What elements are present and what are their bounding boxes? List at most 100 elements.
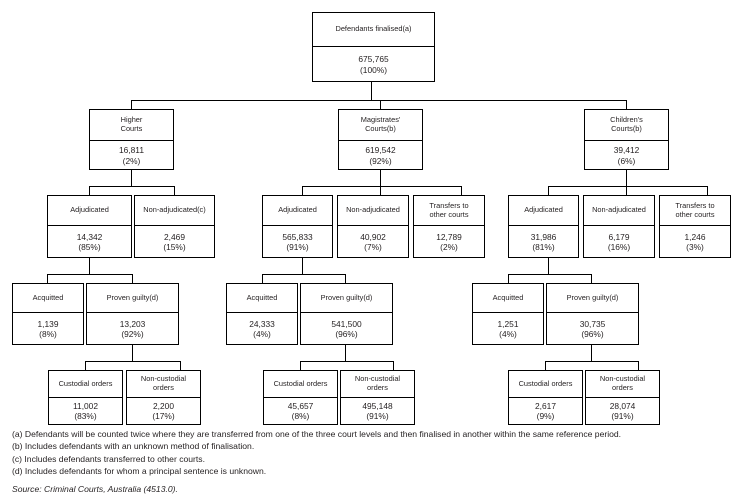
node-body: 16,811 (2%) bbox=[90, 141, 173, 170]
node-childrens-custodial-orders[interactable]: Custodial orders 2,617 (9%) bbox=[508, 370, 583, 425]
node-title: Custodial orders bbox=[264, 371, 337, 398]
connector-c-sentence-bus bbox=[545, 361, 638, 362]
node-value: 2,469 bbox=[164, 231, 185, 242]
node-body: 1,251 (4%) bbox=[473, 313, 543, 345]
node-higher-proven-guilty[interactable]: Proven guilty(d) 13,203 (92%) bbox=[86, 283, 179, 345]
connector-magistrates-down bbox=[380, 170, 381, 186]
node-value: 619,542 bbox=[365, 145, 396, 155]
node-title: Non-custodial orders bbox=[586, 371, 659, 398]
connector-c-proven-up bbox=[591, 274, 592, 283]
node-body: 40,902 (7%) bbox=[338, 226, 408, 258]
connector-higher-bus bbox=[89, 186, 174, 187]
node-percent: (2%) bbox=[122, 155, 141, 166]
connector-h-nonadjudicated-up bbox=[174, 186, 175, 195]
node-percent: (8%) bbox=[291, 411, 310, 421]
node-childrens-adjudicated[interactable]: Adjudicated 31,986 (81%) bbox=[508, 195, 579, 258]
node-title: Adjudicated bbox=[48, 196, 131, 226]
node-magistrates-adjudicated[interactable]: Adjudicated 565,833 (91%) bbox=[262, 195, 333, 258]
node-percent: (91%) bbox=[366, 411, 389, 421]
node-childrens-non-adjudicated[interactable]: Non-adjudicated 6,179 (16%) bbox=[583, 195, 655, 258]
node-childrens-courts[interactable]: Children's Courts(b) 39,412 (6%) bbox=[584, 109, 669, 170]
connector-m-proven-down bbox=[345, 345, 346, 361]
node-percent: (92%) bbox=[121, 329, 144, 339]
connector-m-outcome-bus bbox=[262, 274, 345, 275]
connector-h-proven-up bbox=[132, 274, 133, 283]
connector-higher-up bbox=[131, 100, 132, 109]
footnote-c: (c) Includes defendants transferred to o… bbox=[12, 453, 205, 464]
connector-h-adjudicated-up bbox=[89, 186, 90, 195]
node-body: 12,789 (2%) bbox=[414, 226, 484, 258]
node-value: 495,148 bbox=[362, 400, 393, 411]
node-value: 45,657 bbox=[287, 400, 314, 411]
node-title: Defendants finalised(a) bbox=[313, 13, 434, 47]
node-higher-non-adjudicated[interactable]: Non-adjudicated(c) 2,469 (15%) bbox=[134, 195, 215, 258]
node-title: Non-adjudicated bbox=[584, 196, 654, 226]
node-value: 39,412 bbox=[613, 145, 640, 155]
node-title: Children's Courts(b) bbox=[585, 110, 668, 141]
node-magistrates-proven-guilty[interactable]: Proven guilty(d) 541,500 (96%) bbox=[300, 283, 393, 345]
connector-h-adjudicated-down bbox=[89, 258, 90, 274]
node-title: Adjudicated bbox=[263, 196, 332, 226]
node-body: 28,074 (91%) bbox=[586, 398, 659, 424]
connector-c-noncustodial-up bbox=[638, 361, 639, 370]
node-childrens-proven-guilty[interactable]: Proven guilty(d) 30,735 (96%) bbox=[546, 283, 639, 345]
node-magistrates-non-custodial-orders[interactable]: Non-custodial orders 495,148 (91%) bbox=[340, 370, 415, 425]
node-value: 14,342 bbox=[76, 231, 103, 242]
node-higher-courts[interactable]: Higher Courts 16,811 (2%) bbox=[89, 109, 174, 170]
node-percent: (3%) bbox=[686, 242, 704, 252]
node-percent: (96%) bbox=[335, 329, 358, 339]
node-body: 13,203 (92%) bbox=[87, 313, 178, 345]
connector-m-nonadjudicated-up bbox=[380, 186, 381, 195]
node-title: Non-custodial orders bbox=[127, 371, 200, 398]
node-value: 1,251 bbox=[497, 318, 519, 329]
node-higher-adjudicated[interactable]: Adjudicated 14,342 (85%) bbox=[47, 195, 132, 258]
node-title: Proven guilty(d) bbox=[301, 284, 392, 313]
footnotes: (a) Defendants will be counted twice whe… bbox=[12, 428, 738, 478]
source-line: Source: Criminal Courts, Australia (4513… bbox=[12, 484, 178, 494]
node-title: Transfers to other courts bbox=[414, 196, 484, 226]
node-body: 31,986 (81%) bbox=[509, 226, 578, 258]
node-percent: (4%) bbox=[499, 329, 517, 339]
connector-m-transfers-up bbox=[461, 186, 462, 195]
node-defendants-finalised[interactable]: Defendants finalised(a) 675,765 (100%) bbox=[312, 12, 435, 82]
node-body: 1,139 (8%) bbox=[13, 313, 83, 345]
node-magistrates-transfers[interactable]: Transfers to other courts 12,789 (2%) bbox=[413, 195, 485, 258]
node-higher-acquitted[interactable]: Acquitted 1,139 (8%) bbox=[12, 283, 84, 345]
connector-m-sentence-bus bbox=[300, 361, 393, 362]
connector-root-down bbox=[371, 82, 372, 100]
footnote-d: (d) Includes defendants for whom a princ… bbox=[12, 466, 267, 477]
node-title: Acquitted bbox=[473, 284, 543, 313]
connector-h-sentence-bus bbox=[85, 361, 180, 362]
node-value: 28,074 bbox=[609, 400, 636, 411]
footnote-a: (a) Defendants will be counted twice whe… bbox=[12, 429, 622, 439]
connector-magistrates-bus bbox=[302, 186, 461, 187]
footnote-b: (b) Includes defendants with an unknown … bbox=[12, 441, 255, 452]
node-body: 14,342 (85%) bbox=[48, 226, 131, 258]
node-value: 24,333 bbox=[249, 318, 275, 329]
node-percent: (96%) bbox=[581, 329, 604, 339]
node-higher-custodial-orders[interactable]: Custodial orders 11,002 (83%) bbox=[48, 370, 123, 425]
node-value: 2,200 bbox=[153, 400, 174, 411]
node-percent: (92%) bbox=[369, 155, 392, 166]
node-childrens-acquitted[interactable]: Acquitted 1,251 (4%) bbox=[472, 283, 544, 345]
node-magistrates-acquitted[interactable]: Acquitted 24,333 (4%) bbox=[226, 283, 298, 345]
node-percent: (100%) bbox=[360, 64, 387, 75]
connector-childrens-down bbox=[626, 170, 627, 186]
node-percent: (85%) bbox=[78, 242, 101, 252]
node-percent: (15%) bbox=[163, 242, 186, 252]
node-percent: (2%) bbox=[440, 242, 458, 252]
connector-c-proven-down bbox=[591, 345, 592, 361]
node-higher-non-custodial-orders[interactable]: Non-custodial orders 2,200 (17%) bbox=[126, 370, 201, 425]
connector-h-proven-down bbox=[132, 345, 133, 361]
node-magistrates-courts[interactable]: Magistrates' Courts(b) 619,542 (92%) bbox=[338, 109, 423, 170]
node-magistrates-non-adjudicated[interactable]: Non-adjudicated 40,902 (7%) bbox=[337, 195, 409, 258]
connector-m-adjudicated-down bbox=[302, 258, 303, 274]
node-magistrates-custodial-orders[interactable]: Custodial orders 45,657 (8%) bbox=[263, 370, 338, 425]
node-body: 45,657 (8%) bbox=[264, 398, 337, 424]
node-title: Non-custodial orders bbox=[341, 371, 414, 398]
connector-c-transfers-up bbox=[707, 186, 708, 195]
node-title: Proven guilty(d) bbox=[547, 284, 638, 313]
node-childrens-transfers[interactable]: Transfers to other courts 1,246 (3%) bbox=[659, 195, 731, 258]
node-title: Magistrates' Courts(b) bbox=[339, 110, 422, 141]
node-childrens-non-custodial-orders[interactable]: Non-custodial orders 28,074 (91%) bbox=[585, 370, 660, 425]
